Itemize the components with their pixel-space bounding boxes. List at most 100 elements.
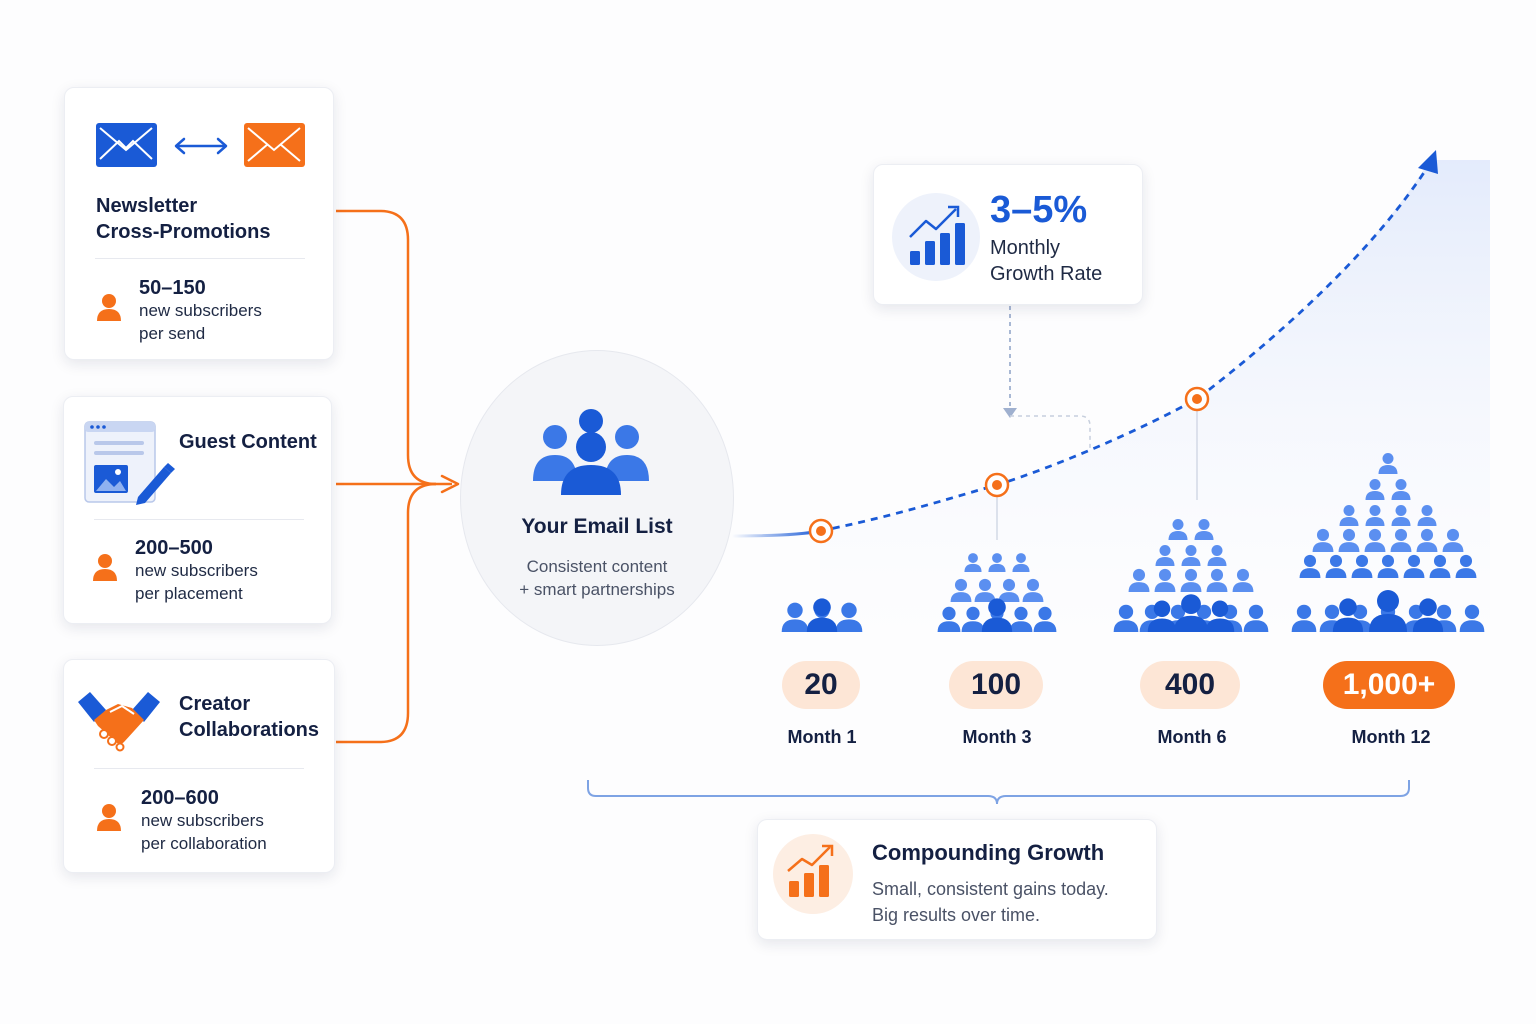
person-icon bbox=[1325, 554, 1347, 578]
person-icon bbox=[1378, 453, 1398, 474]
arrowhead-to-hub bbox=[440, 474, 460, 494]
person-icon bbox=[1009, 606, 1033, 632]
milestone-value: 20 bbox=[782, 661, 860, 709]
growth-rate-card: 3–5% Monthly Growth Rate bbox=[873, 164, 1143, 305]
compounding-title: Compounding Growth bbox=[872, 840, 1105, 865]
hub-title: Your Email List bbox=[521, 515, 673, 538]
stat-range: 200–600 bbox=[141, 787, 219, 809]
growth-rate-value: 3–5% bbox=[990, 189, 1088, 231]
person-icon bbox=[1412, 598, 1444, 632]
person-icon bbox=[1351, 554, 1373, 578]
person-icon bbox=[1365, 479, 1385, 500]
person-icon bbox=[937, 606, 961, 632]
person-icon bbox=[93, 554, 117, 581]
milestone-bracket bbox=[587, 780, 1410, 805]
compounding-growth-card: Compounding Growth Small, consistent gai… bbox=[757, 819, 1157, 940]
article-edit-icon bbox=[84, 421, 175, 505]
person-icon bbox=[1403, 554, 1425, 578]
stat-description: new subscribers per send bbox=[139, 301, 262, 343]
divider bbox=[94, 768, 304, 769]
person-icon bbox=[1338, 528, 1360, 552]
person-icon bbox=[97, 804, 121, 831]
person-icon bbox=[1459, 604, 1485, 632]
hub-subtitle: Consistent content + smart partnerships bbox=[519, 557, 675, 599]
person-icon bbox=[1429, 554, 1451, 578]
connector-collaborations bbox=[336, 482, 437, 744]
source-title: Guest Content bbox=[179, 431, 317, 453]
curve-point-month-1 bbox=[808, 518, 834, 544]
person-icon bbox=[950, 578, 972, 602]
connector-newsletter bbox=[336, 209, 437, 486]
person-icon bbox=[1022, 578, 1044, 602]
person-icon bbox=[806, 598, 838, 632]
milestone-label: Month 1 bbox=[787, 727, 857, 747]
group-icon bbox=[533, 409, 649, 495]
divider bbox=[94, 519, 304, 520]
person-icon bbox=[1299, 554, 1321, 578]
milestone-label: Month 3 bbox=[962, 727, 1032, 747]
person-icon bbox=[1416, 528, 1438, 552]
person-icon bbox=[981, 598, 1013, 632]
person-icon bbox=[1205, 600, 1235, 632]
person-icon bbox=[1181, 545, 1201, 566]
person-icon bbox=[1194, 519, 1214, 540]
person-icon bbox=[1391, 479, 1411, 500]
milestone-value: 400 bbox=[1140, 661, 1240, 709]
person-icon bbox=[1232, 568, 1254, 592]
growth-curve bbox=[819, 167, 1429, 533]
person-icon bbox=[1173, 594, 1209, 632]
curve-point-month-3 bbox=[984, 472, 1010, 498]
person-icon bbox=[961, 606, 985, 632]
person-icon bbox=[998, 578, 1020, 602]
handshake-icon bbox=[78, 692, 160, 752]
milestone-value: 100 bbox=[949, 661, 1043, 709]
person-icon bbox=[1312, 528, 1334, 552]
source-title: Newsletter Cross-Promotions bbox=[96, 195, 271, 243]
curve-arrowhead bbox=[1418, 150, 1438, 174]
person-icon bbox=[1377, 554, 1399, 578]
stat-description: new subscribers per placement bbox=[135, 561, 258, 603]
person-icon bbox=[1332, 598, 1364, 632]
bar-chart-up-icon bbox=[892, 193, 980, 281]
person-icon bbox=[1207, 545, 1227, 566]
bar-chart-up-icon bbox=[773, 834, 853, 914]
milestone-value-highlight: 1,000+ bbox=[1323, 661, 1455, 709]
person-icon bbox=[1339, 505, 1359, 526]
person-icon bbox=[1417, 505, 1437, 526]
milestone-label: Month 12 bbox=[1351, 727, 1431, 747]
person-icon bbox=[1364, 528, 1386, 552]
person-icon bbox=[1012, 553, 1030, 572]
person-icon bbox=[1391, 505, 1411, 526]
person-icon bbox=[1243, 604, 1269, 632]
person-icon bbox=[1113, 604, 1139, 632]
source-card-newsletter: Newsletter Cross-Promotions 50–150 new s… bbox=[64, 87, 334, 360]
person-icon bbox=[1128, 568, 1150, 592]
source-card-guest-content: Guest Content 200–500 new subscribers pe… bbox=[63, 396, 332, 624]
person-icon bbox=[1365, 505, 1385, 526]
person-icon bbox=[97, 294, 121, 321]
person-icon bbox=[964, 553, 982, 572]
stat-range: 50–150 bbox=[139, 277, 206, 299]
compounding-subtitle: Small, consistent gains today. Big resul… bbox=[872, 879, 1109, 925]
stat-description: new subscribers per collaboration bbox=[141, 811, 267, 853]
person-icon bbox=[1369, 590, 1407, 632]
person-icon bbox=[1455, 554, 1477, 578]
person-icon bbox=[1390, 528, 1412, 552]
person-icon bbox=[1206, 568, 1228, 592]
person-icon bbox=[974, 578, 996, 602]
person-icon bbox=[1168, 519, 1188, 540]
source-card-collaborations: Creator Collaborations 200–600 new subsc… bbox=[63, 659, 335, 873]
person-icon bbox=[781, 602, 809, 632]
person-icon bbox=[1033, 606, 1057, 632]
person-icon bbox=[988, 553, 1006, 572]
person-icon bbox=[1154, 568, 1176, 592]
person-icon bbox=[1147, 600, 1177, 632]
curve-point-month-6 bbox=[1184, 386, 1210, 412]
person-icon bbox=[1442, 528, 1464, 552]
milestone-label: Month 6 bbox=[1157, 727, 1227, 747]
stat-range: 200–500 bbox=[135, 537, 213, 559]
source-title: Creator Collaborations bbox=[179, 693, 320, 741]
